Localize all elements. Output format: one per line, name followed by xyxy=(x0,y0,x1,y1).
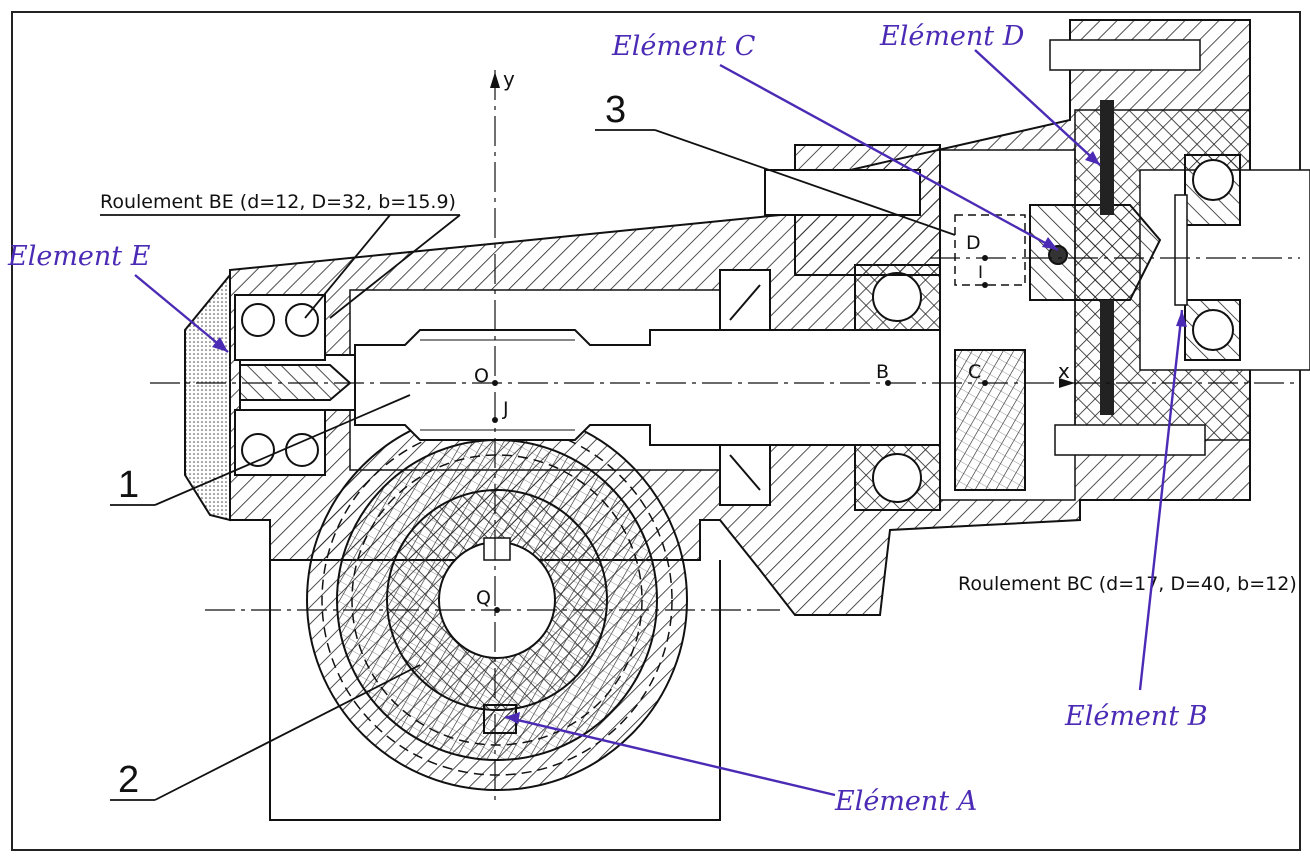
point-i-label: I xyxy=(978,263,983,283)
bearing-bc-label: Roulement BC (d=17, D=40, b=12) xyxy=(958,573,1297,595)
element-a-label: Elément A xyxy=(834,786,977,817)
part-number-1: 1 xyxy=(118,464,139,506)
bearing-bc xyxy=(854,154,1241,511)
center-lines xyxy=(150,70,1300,800)
drawing-frame xyxy=(11,11,1301,851)
ring-element-b xyxy=(1174,194,1188,306)
annotation-arrows xyxy=(134,49,1184,797)
point-q-label: Q xyxy=(476,587,491,609)
element-b-label: Elément B xyxy=(1064,701,1208,732)
y-axis-label: y xyxy=(503,67,515,91)
part-number-3: 3 xyxy=(605,89,626,131)
element-c-label: Elément C xyxy=(611,31,756,62)
element-e-label: Element E xyxy=(7,241,151,272)
x-axis-arrow xyxy=(1059,378,1075,388)
bearing-be-label: Roulement BE (d=12, D=32, b=15.9) xyxy=(100,191,456,213)
annotation-arrowheads xyxy=(212,151,1187,724)
point-markers xyxy=(492,255,988,613)
bearing-be xyxy=(234,294,326,476)
point-b-label: B xyxy=(876,361,889,383)
point-d-label: D xyxy=(966,232,981,254)
point-c-label: C xyxy=(968,361,981,383)
element-d-label: Elément D xyxy=(879,21,1025,52)
worm-wheel xyxy=(306,409,688,791)
part-leaders xyxy=(100,129,956,801)
y-axis-arrow xyxy=(490,72,500,88)
x-axis-label: x xyxy=(1058,359,1070,383)
part-number-2: 2 xyxy=(118,759,139,801)
pin-element-c xyxy=(1048,245,1068,265)
seal-element-d xyxy=(1100,100,1114,215)
point-j-label: J xyxy=(502,398,509,420)
point-o-label: O xyxy=(474,365,489,387)
